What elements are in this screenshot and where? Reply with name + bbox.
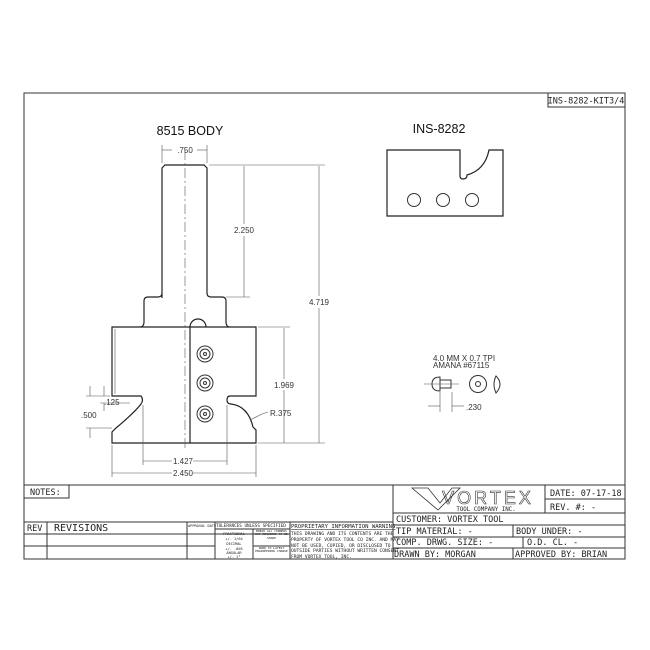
dim-body-height: 1.969 [274,381,295,390]
body-under: BODY UNDER: - [516,527,583,537]
tol-decimal-value: +/- .005 [225,547,242,551]
body-view: 8515 BODY [81,124,330,478]
logo-text: VORTEX [442,488,534,508]
insert-hole [436,193,450,207]
tolerances-header: TOLERANCES UNLESS SPECIFIED [216,523,286,529]
insert-plate [189,318,207,443]
tip-material: TIP MATERIAL: - [396,527,473,537]
screw-spec-1: 4.0 MM X 0.7 TPI [433,354,495,363]
insert-outline [386,149,504,217]
notes-box [23,484,70,499]
proprietary-header: PROPRIETARY INFORMATION WARNING [291,524,396,530]
tol-angular: ANGULAR [226,551,242,555]
insert-view-title: INS-8282 [413,122,466,136]
title-block: NOTES: REV REVISIONS APPROVAL DATE: TOLE… [23,484,625,560]
dim-inner-width: 1.427 [173,457,194,466]
dim-step: .125 [104,398,120,407]
screw-icon [196,405,214,423]
proprietary-line: FROM VORTEX TOOL, INC. [291,554,352,560]
comp-drwg-size: COMP. DRWG. SIZE: - [396,538,493,548]
customer: CUSTOMER: VORTEX TOOL [396,515,503,525]
insert-view: INS-8282 [386,122,504,217]
logo-subtext: TOOL COMPANY INC. [456,507,515,513]
screw-icon [196,374,214,392]
dim-shank-diameter: .750 [177,146,193,155]
work-to-latest-note: WORK TO LATEST ENGINEERING CHANGE [255,547,288,554]
dim-radius: R.375 [270,409,292,418]
screw-front-icon [469,375,487,393]
proprietary-line: NOT BE USED, COPIED, OR DISCLOSED TO [291,543,391,549]
rev-label: REV [27,524,42,534]
tol-angular-value: +/- 1° [228,555,241,559]
date: DATE: 07-17-18 [550,489,622,499]
screw-dimension: .230 [466,403,482,412]
screw-spec-2: AMANA #67115 [433,361,490,370]
approval-date-label: APPROVAL DATE: [188,524,218,528]
body-outline [111,326,257,444]
revisions-label: REVISIONS [54,523,108,534]
dim-overall-length: 4.719 [309,298,330,307]
od-cl: O.D. CL. - [527,538,578,548]
insert-hole [465,193,479,207]
dim-shank-length: 2.250 [234,226,255,235]
vortex-logo: VORTEX TOOL COMPANY INC. [410,487,534,513]
tol-fractional: FRACTIONAL [223,532,245,536]
proprietary-line: PROPERTY OF VORTEX TOOL CO INC. AND MAY [291,537,399,543]
tol-decimal: DECIMAL [226,542,241,546]
proprietary-line: THIS DRAWING AND ITS CONTENTS ARE THE [291,531,394,537]
approved-by: APPROVED BY: BRIAN [515,550,607,560]
rev-number: REV. #: - [550,503,596,513]
dim-tip-height: .500 [81,411,97,420]
drawing-number-box [547,92,626,108]
body-view-title: 8515 BODY [157,124,224,138]
dimension-lines [86,145,325,477]
drawing-number: INS-8282-KIT3/4 [548,97,625,107]
break-corners-note: BREAK ALL CORNERS NOT REQUIRED TO BE SHA… [255,530,288,540]
screw-detail: 4.0 MM X 0.7 TPI AMANA #67115 .230 [424,354,501,412]
drawn-by: DRAWN BY: MORGAN [394,550,476,560]
dim-overall-width: 2.450 [173,469,194,478]
notes-label: NOTES: [30,488,61,498]
screw-icon [196,345,214,363]
drawing-frame [23,92,626,560]
shank-outline [140,164,230,328]
proprietary-line: OUTSIDE PARTIES WITHOUT WRITTEN CONSENT [291,548,399,554]
insert-hole [407,193,421,207]
screw-heads [196,345,214,423]
screw-profile-icon [493,375,501,394]
tol-fractional-value: +/- 1/64 [225,537,242,541]
